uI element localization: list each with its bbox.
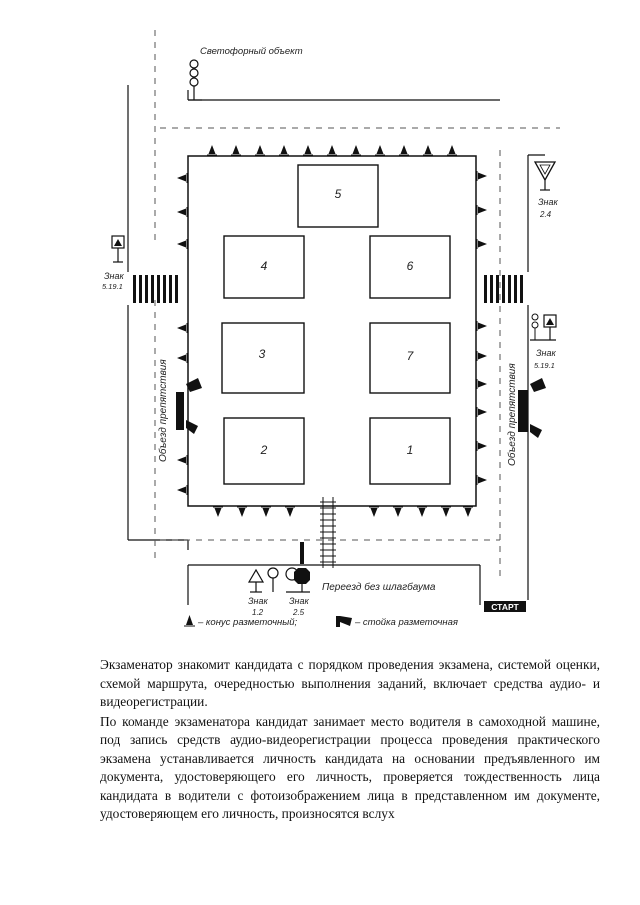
road-lines — [127, 85, 545, 605]
zone-2-label: 2 — [260, 443, 268, 457]
zone-5-label: 5 — [335, 187, 342, 201]
dashed-road-lines — [154, 30, 560, 580]
sign-right-crossing-number: 5.19.1 — [534, 361, 555, 370]
legend-cone-label: – конус разметочный; — [197, 617, 297, 628]
cones-bottom — [212, 506, 474, 518]
zone-6: 6 — [369, 235, 451, 299]
legend-post-label: – стойка разметочная — [354, 617, 458, 628]
detour-left-label: Объезд препятствия — [157, 359, 169, 462]
zone-7: 7 — [369, 322, 451, 394]
pedestrian-sign-left-icon — [111, 235, 125, 263]
traffic-light-object-label: Светофорный объект — [200, 46, 303, 57]
zone-4: 4 — [223, 235, 305, 299]
zone-3-label: 3 — [259, 347, 266, 361]
railway-crossing-label: Переезд без шлагбаума — [322, 581, 436, 593]
pedestrian-sign-right-icon — [530, 313, 557, 341]
zone-6-label: 6 — [407, 259, 414, 273]
zone-3: 3 — [221, 322, 305, 394]
legend-cone-icon — [184, 615, 195, 627]
sign-right-top-number: 2.4 — [539, 210, 552, 219]
railway-warning-sign-icon — [247, 567, 279, 593]
railway-crossing — [320, 497, 336, 568]
sign-bottom-2-label: Знак — [289, 596, 309, 606]
exam-area-boundary — [187, 155, 477, 507]
sign-left-number: 5.19.1 — [102, 282, 123, 291]
sign-right-top-label: Знак — [538, 197, 558, 207]
body-text: Экзаменатор знакомит кандидата с порядко… — [100, 656, 600, 825]
zone-4-label: 4 — [261, 259, 268, 273]
detour-right-label: Объезд препятствия — [506, 363, 518, 466]
yield-sign-icon — [533, 161, 557, 191]
zone-2: 2 — [223, 417, 305, 485]
start-label: СТАРТ — [491, 602, 519, 612]
marking-posts-right — [518, 378, 546, 438]
cones-left — [176, 172, 188, 496]
sign-right-crossing-label: Знак — [536, 348, 556, 358]
sign-bottom-2-number: 2.5 — [292, 608, 305, 617]
sign-bottom-1-label: Знак — [248, 596, 268, 606]
route-scheme-diagram: 5 4 6 3 7 2 1 — [102, 30, 560, 628]
marking-posts-left — [176, 378, 202, 434]
sign-left-label: Знак — [104, 271, 124, 281]
pedestrian-crossing-left — [133, 275, 178, 303]
zone-5: 5 — [297, 164, 379, 228]
zone-1: 1 — [369, 417, 451, 485]
traffic-light-icon — [188, 59, 202, 101]
cones-right — [476, 170, 488, 486]
pedestrian-crossing-right — [484, 275, 523, 303]
sign-bottom-1-number: 1.2 — [252, 608, 264, 617]
zone-1-label: 1 — [407, 443, 414, 457]
stop-sign-icon — [285, 542, 310, 593]
start-marker — [484, 601, 526, 612]
legend: – конус разметочный; – стойка разметочна… — [184, 615, 458, 628]
zone-7-label: 7 — [407, 349, 415, 363]
paragraph-2: По команде экзаменатора кандидат занимае… — [100, 713, 600, 822]
paragraph-1: Экзаменатор знакомит кандидата с порядко… — [100, 657, 600, 709]
legend-post-icon — [336, 616, 352, 627]
cones-top — [206, 144, 458, 156]
